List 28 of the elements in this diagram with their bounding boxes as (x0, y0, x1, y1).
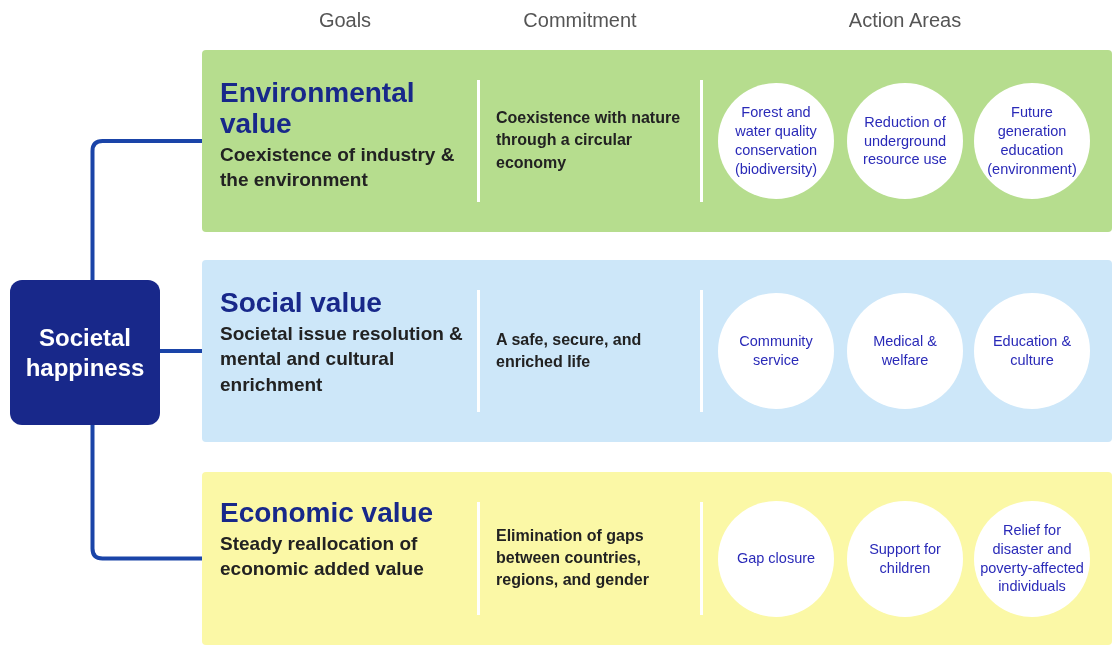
connector-line (160, 349, 202, 353)
goal-heading: Social value (220, 288, 382, 319)
commitment-text: A safe, secure, and enriched life (496, 329, 643, 372)
value-band (202, 50, 1112, 232)
column-header: Action Areas (847, 9, 963, 32)
action-circle: Forest and water quality conservation (biodiversity) (718, 83, 834, 199)
goal-heading: Environmental value (220, 78, 416, 140)
connector-line (90, 425, 202, 561)
goal-description: Societal issue resolution & mental and cultural enrichment (220, 321, 464, 398)
action-circle: Community service (718, 293, 834, 409)
action-circle: Medical & welfare (847, 293, 963, 409)
commitment-text: Elimination of gaps between countries, regions, and gender (496, 525, 650, 591)
column-header: Goals (317, 9, 373, 32)
action-circle: Education & culture (974, 293, 1090, 409)
action-circle: Future generation education (environment) (974, 83, 1090, 199)
goal-description: Coexistence of industry & the environment (220, 142, 456, 193)
connector-line (90, 139, 202, 280)
goal-heading: Economic value (220, 498, 434, 529)
value-band (202, 260, 1112, 442)
action-circle: Support for children (847, 500, 963, 617)
hub-box: Societal happiness (10, 280, 160, 425)
action-circle: Gap closure (718, 500, 834, 617)
goal-description: Steady reallocation of economic added value (220, 531, 425, 582)
action-circle: Reduction of underground resource use (847, 83, 963, 199)
commitment-text: Coexistence with nature through a circular economy (496, 108, 682, 174)
value-band (202, 472, 1112, 645)
action-circle: Relief for disaster and poverty-affected individuals (974, 500, 1090, 617)
column-header: Commitment (522, 9, 638, 32)
